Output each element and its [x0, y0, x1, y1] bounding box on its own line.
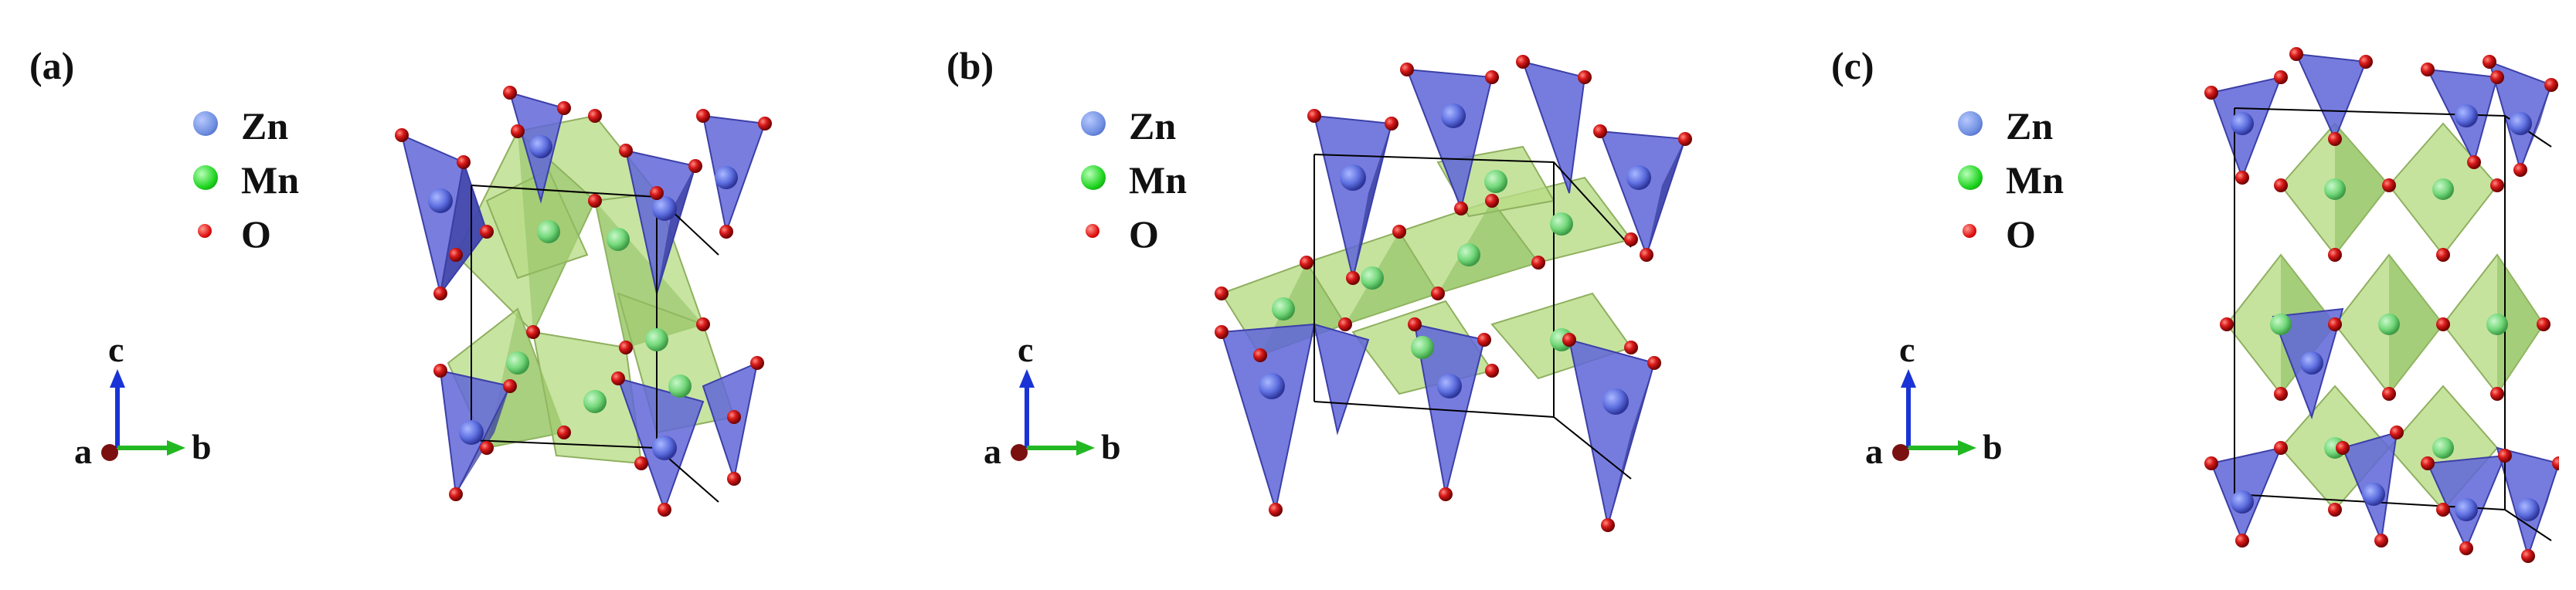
o-atom-icon	[1963, 224, 1976, 238]
crystal-axes-indicator: c a b	[70, 330, 270, 479]
legend-label-zn: Zn	[1129, 104, 1177, 148]
axis-label-c: c	[1018, 330, 1034, 369]
legend-label-mn: Mn	[241, 158, 299, 202]
panel-label: (c)	[1831, 44, 1874, 87]
axis-label-a: a	[74, 432, 92, 471]
panel-c: (c) Zn Mn O c a b	[1717, 0, 2575, 590]
crystal-structure-view-c	[2204, 47, 2559, 563]
crystal-structure-view-b	[1215, 55, 1692, 532]
axis-label-b: b	[192, 427, 212, 466]
mn-atom-icon	[1958, 165, 1983, 190]
legend-label-o: O	[241, 212, 271, 256]
legend-label-mn: Mn	[2006, 158, 2064, 202]
axis-label-a: a	[1865, 432, 1883, 471]
mn-atom-icon	[1081, 165, 1106, 190]
axis-label-c: c	[108, 330, 124, 369]
legend-label-o: O	[1129, 212, 1159, 256]
o-atom-icon	[1086, 224, 1099, 238]
crystal-structure-view-a	[395, 86, 772, 517]
crystal-axes-indicator: c a b	[1861, 330, 2061, 479]
axes-arrows	[101, 369, 185, 461]
mn-atom-icon	[193, 165, 218, 190]
zn-atom-icon	[193, 111, 218, 136]
zn-atom-icon	[1958, 111, 1983, 136]
axis-label-c: c	[1899, 330, 1915, 369]
legend-label-mn: Mn	[1129, 158, 1187, 202]
panel-a: (a) Zn Mn O c a b	[0, 0, 858, 590]
axis-label-b: b	[1983, 427, 2003, 466]
legend-label-zn: Zn	[241, 104, 289, 148]
legend-label-o: O	[2006, 212, 2036, 256]
legend-label-zn: Zn	[2006, 104, 2054, 148]
axes-arrows	[1011, 369, 1095, 461]
panel-label: (b)	[946, 44, 994, 87]
axis-label-b: b	[1101, 427, 1121, 466]
panel-label: (a)	[29, 44, 75, 87]
panel-b: (b) Zn Mn O c a b	[858, 0, 1717, 590]
axis-label-a: a	[984, 432, 1001, 471]
crystal-axes-indicator: c a b	[979, 330, 1180, 479]
zn-atom-icon	[1081, 111, 1106, 136]
axes-arrows	[1892, 369, 1976, 461]
o-atom-icon	[198, 224, 212, 238]
